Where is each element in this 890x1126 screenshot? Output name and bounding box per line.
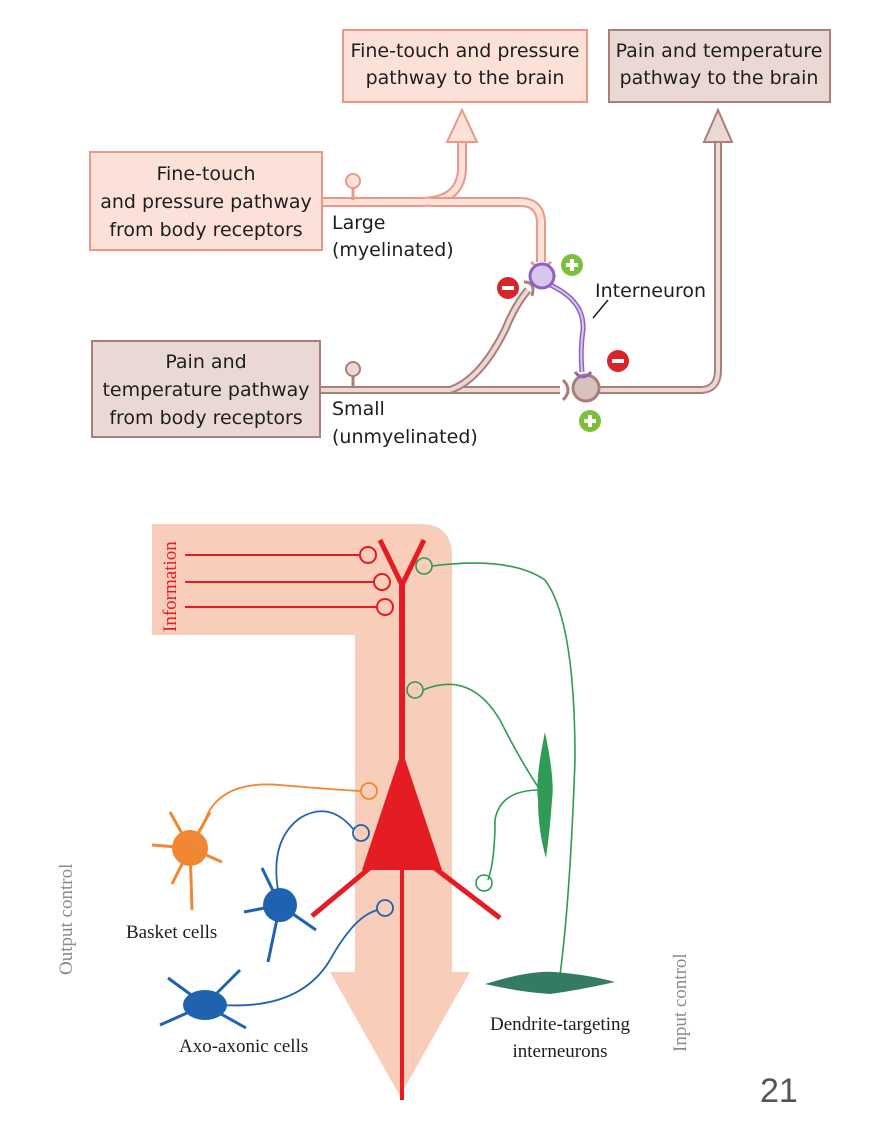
box-fine-to-brain-line1: Fine-touch and pressure <box>351 40 580 62</box>
box-pain-from-receptors: Pain and temperature pathway from body r… <box>91 340 321 438</box>
pyramidal-neuron <box>310 538 502 1100</box>
box-pain-to-brain-line1: Pain and temperature <box>616 40 823 62</box>
box-pain-to-brain: Pain and temperature pathway to the brai… <box>608 29 831 103</box>
box-fine-to-brain: Fine-touch and pressure pathway to the b… <box>342 29 588 103</box>
dendrite-targeting-interneuron <box>406 557 576 976</box>
basket-cells-label: Basket cells <box>126 922 217 943</box>
inhibit-icon <box>607 350 629 372</box>
box-fine-from-receptors-line2: and pressure pathway <box>100 191 312 213</box>
dark-green-interneuron-body <box>485 971 615 994</box>
small-fiber <box>320 280 570 402</box>
large-fiber <box>322 107 553 269</box>
gate-control-diagram: Fine-touch and pressure pathway to the b… <box>89 29 831 448</box>
information-label: Information <box>160 541 181 632</box>
basket-cell <box>151 782 378 911</box>
box-fine-from-receptors-line1: Fine-touch <box>156 163 255 185</box>
information-flow-band <box>152 524 470 1096</box>
excite-icon <box>561 254 583 276</box>
excite-icon <box>579 410 601 432</box>
interneuron-label: Interneuron <box>595 280 706 302</box>
input-lines <box>185 546 394 616</box>
dendrite-targeting-label-line1: Dendrite-targeting <box>490 1014 630 1035</box>
box-fine-from-receptors: Fine-touch and pressure pathway from bod… <box>89 151 323 251</box>
interneuron-body <box>528 262 556 290</box>
interneuron <box>528 262 609 379</box>
unmyelinated-label: (unmyelinated) <box>332 426 478 448</box>
inhibit-icon <box>497 277 519 299</box>
cortical-circuit-diagram: Information <box>56 524 691 1100</box>
box-pain-from-receptors-line1: Pain and <box>165 351 246 373</box>
blue-basket-cell <box>243 810 370 963</box>
box-fine-to-brain-line2: pathway to the brain <box>366 67 565 89</box>
box-fine-from-receptors-line3: from body receptors <box>109 219 302 241</box>
box-pain-from-receptors-line3: from body receptors <box>109 407 302 429</box>
box-pain-from-receptors-line2: temperature pathway <box>102 379 309 401</box>
green-interneuron-body <box>537 732 553 858</box>
projection-neuron-body <box>571 373 601 403</box>
axo-axonic-cells-label: Axo-axonic cells <box>179 1036 308 1057</box>
dendrite-targeting-label-line2: interneurons <box>513 1041 608 1062</box>
small-label: Small <box>332 398 385 420</box>
page-number: 21 <box>760 1072 798 1110</box>
myelinated-label: (myelinated) <box>332 239 454 261</box>
large-label: Large <box>332 212 385 234</box>
box-pain-to-brain-line2: pathway to the brain <box>620 67 819 89</box>
output-control-label: Output control <box>56 864 77 975</box>
input-control-label: Input control <box>670 953 691 1052</box>
projection-neuron <box>571 107 734 403</box>
axo-axonic-cell <box>159 899 394 1030</box>
